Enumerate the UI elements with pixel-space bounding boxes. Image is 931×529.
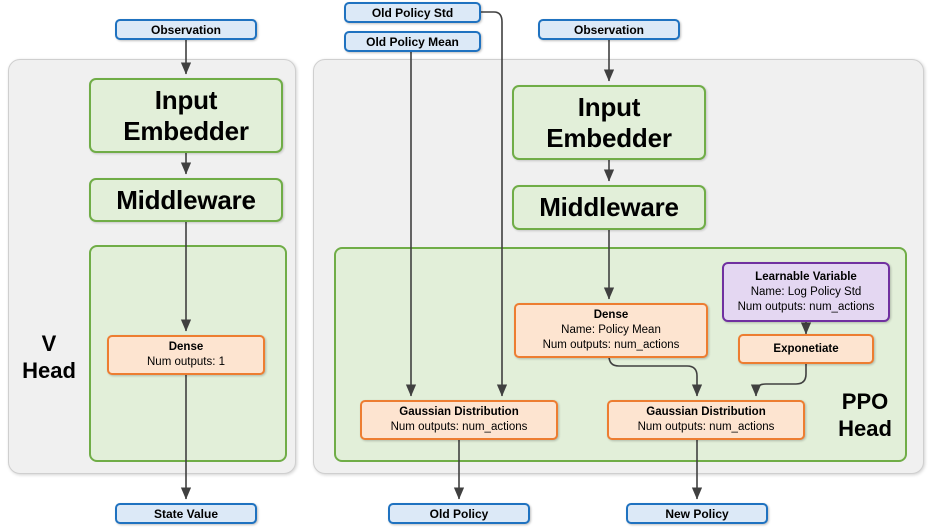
ppo-head-gaussian-distribution-old[interactable]: Gaussian Distribution Num outputs: num_a… [360,400,558,440]
input-observation-left[interactable]: Observation [115,19,257,40]
input-observation-right[interactable]: Observation [538,19,680,40]
input-old-policy-std[interactable]: Old Policy Std [344,2,481,23]
v-head-input-embedder-label: Input Embedder [123,84,249,146]
ppo-head-exponetiate[interactable]: Exponetiate [738,334,874,364]
gaussian-old-title: Gaussian Distribution [399,406,519,418]
output-new-policy-label: New Policy [665,506,729,521]
input-old-policy-std-label: Old Policy Std [371,5,454,20]
v-head-dense[interactable]: Dense Num outputs: 1 [107,335,265,375]
ppo-head-label-line1: PPO [841,389,889,414]
ppo-head-dense-policy-mean[interactable]: Dense Name: Policy Mean Num outputs: num… [514,303,708,358]
ppo-head-gaussian-distribution-new[interactable]: Gaussian Distribution Num outputs: num_a… [607,400,805,440]
input-observation-right-label: Observation [573,22,645,37]
learnable-variable-num-outputs: Num outputs: num_actions [737,300,875,313]
v-head-middleware[interactable]: Middleware [89,178,283,222]
v-head-input-embedder[interactable]: Input Embedder [89,78,283,153]
v-head-dense-num-outputs: Num outputs: 1 [147,356,225,368]
learnable-variable-title: Learnable Variable [755,270,857,283]
gaussian-new-num-outputs: Num outputs: num_actions [637,421,775,433]
v-head-label-line2: Head [22,358,76,383]
v-head-label-line1: V [41,331,57,356]
output-old-policy-label: Old Policy [429,506,489,521]
v-head-middleware-label: Middleware [116,184,256,215]
ppo-head-label-line2: Head [838,416,892,441]
exponetiate-label: Exponetiate [773,342,839,355]
v-head-label: V Head [14,330,84,384]
ppo-head-label: PPO Head [828,388,902,442]
output-old-policy[interactable]: Old Policy [388,503,530,524]
learnable-variable-name: Name: Log Policy Std [750,285,862,298]
output-state-value[interactable]: State Value [115,503,257,524]
ppo-head-dense-name: Name: Policy Mean [561,324,661,336]
output-new-policy[interactable]: New Policy [626,503,768,524]
input-observation-left-label: Observation [150,22,222,37]
gaussian-old-num-outputs: Num outputs: num_actions [390,421,528,433]
ppo-head-middleware-label: Middleware [539,192,679,222]
ppo-head-dense-title: Dense [593,309,629,321]
ppo-head-learnable-variable[interactable]: Learnable Variable Name: Log Policy Std … [722,262,890,322]
input-old-policy-mean-label: Old Policy Mean [366,34,459,49]
ppo-head-input-embedder-label: Input Embedder [546,91,672,153]
output-state-value-label: State Value [153,506,219,521]
ppo-head-middleware[interactable]: Middleware [512,185,706,230]
gaussian-new-title: Gaussian Distribution [646,406,766,418]
ppo-head-dense-num-outputs: Num outputs: num_actions [542,339,680,351]
input-old-policy-mean[interactable]: Old Policy Mean [344,31,481,52]
v-head-dense-title: Dense [168,341,204,353]
ppo-head-input-embedder[interactable]: Input Embedder [512,85,706,160]
